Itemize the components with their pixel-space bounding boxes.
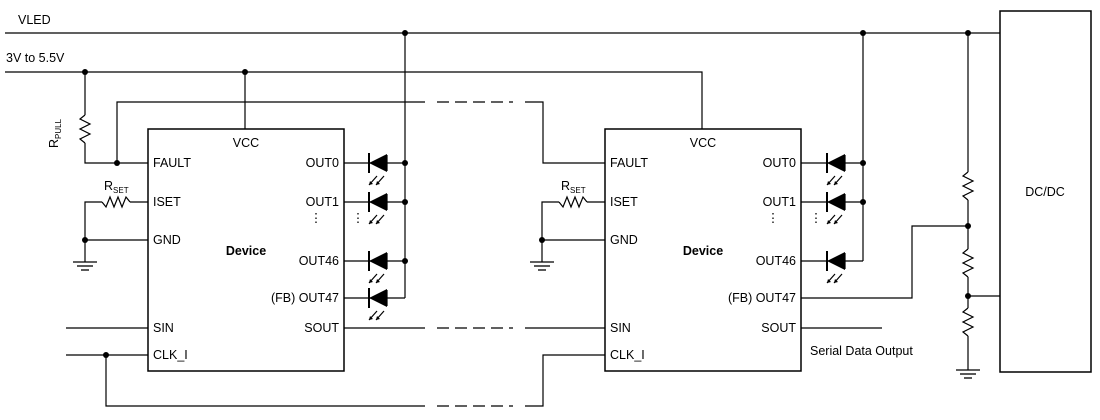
junction-dot-icon	[539, 237, 545, 243]
rset-2-resistor-icon	[558, 195, 588, 209]
fault-bus-right	[525, 101, 605, 164]
rset-2-to-gnd	[541, 201, 559, 240]
led-2-out0-icon	[826, 152, 846, 186]
device-2-name: Device	[683, 244, 723, 258]
junction-dot-icon	[965, 30, 971, 36]
pullup-label: RPULL	[47, 118, 63, 148]
ground-2-icon	[529, 261, 555, 271]
device-2-out46: OUT46	[756, 254, 796, 268]
led-1-out1-icon	[368, 191, 388, 225]
vled-label: VLED	[18, 13, 51, 27]
junction-dot-icon	[965, 223, 971, 229]
device-2-out0: OUT0	[763, 156, 796, 170]
device-2-dots: ⋮	[767, 211, 780, 225]
divider-resistor-bottom-icon	[961, 307, 975, 337]
device-2-box	[604, 128, 802, 372]
device-1-vcc: VCC	[233, 136, 259, 150]
device-1-clk: CLK_I	[153, 348, 188, 362]
device-1-gnd: GND	[153, 233, 181, 247]
device-2-out1: OUT1	[763, 195, 796, 209]
device-2-out47: (FB) OUT47	[728, 291, 796, 305]
device-1-sout: SOUT	[304, 321, 339, 335]
device-1-iset: ISET	[153, 195, 181, 209]
led-1-dots: ⋮	[352, 211, 365, 225]
junction-dot-icon	[965, 293, 971, 299]
junction-dot-icon	[402, 30, 408, 36]
supply-label: 3V to 5.5V	[6, 51, 65, 65]
divider-resistor-mid-icon	[961, 248, 975, 278]
ground-3-icon	[955, 369, 981, 379]
junction-dot-icon	[114, 160, 120, 166]
pullup-label-main: R	[47, 139, 61, 148]
junction-dot-icon	[103, 352, 109, 358]
led-1-out0-icon	[368, 152, 388, 186]
clk-bus-right	[525, 354, 605, 407]
device-1-out47: (FB) OUT47	[271, 291, 339, 305]
led-2-out46-icon	[826, 250, 846, 284]
junction-dot-icon	[860, 199, 866, 205]
dcdc-box	[999, 10, 1092, 373]
led-1-out47-icon	[368, 287, 388, 321]
junction-dot-icon	[402, 199, 408, 205]
dcdc-label: DC/DC	[1025, 185, 1065, 199]
led-2-dots: ⋮	[810, 211, 823, 225]
device-1-out1: OUT1	[306, 195, 339, 209]
divider-resistor-top-icon	[961, 171, 975, 201]
junction-dot-icon	[860, 160, 866, 166]
device-1-box	[147, 128, 345, 372]
device-1-out46: OUT46	[299, 254, 339, 268]
junction-dot-icon	[402, 160, 408, 166]
rset-2-label: RSET	[561, 179, 586, 195]
clk-bus	[105, 355, 425, 407]
rset-1-label-sub: SET	[113, 186, 129, 195]
junction-dot-icon	[860, 30, 866, 36]
rset-1-resistor-icon	[101, 195, 131, 209]
pullup-label-sub: PULL	[54, 118, 63, 139]
led-1-out46-icon	[368, 250, 388, 284]
device-2-gnd: GND	[610, 233, 638, 247]
device-1-name: Device	[226, 244, 266, 258]
rset-1-to-gnd	[84, 201, 102, 240]
rset-2-label-main: R	[561, 179, 570, 193]
device-1-fault: FAULT	[153, 156, 191, 170]
device-2-clk: CLK_I	[610, 348, 645, 362]
device-1-sin: SIN	[153, 321, 174, 335]
device-1-out0: OUT0	[306, 156, 339, 170]
pullup-wire-bottom	[84, 143, 148, 164]
led-2-out1-icon	[826, 191, 846, 225]
ground-1-icon	[72, 261, 98, 271]
rset-2-label-sub: SET	[570, 186, 586, 195]
device-2-sout: SOUT	[761, 321, 796, 335]
junction-dot-icon	[402, 258, 408, 264]
rset-1-label-main: R	[104, 179, 113, 193]
pullup-resistor-icon	[78, 114, 92, 144]
supply-rail-to-device2	[245, 71, 703, 129]
device-2-iset: ISET	[610, 195, 638, 209]
device-2-fault: FAULT	[610, 156, 648, 170]
rset-1-label: RSET	[104, 179, 129, 195]
device-2-vcc: VCC	[690, 136, 716, 150]
junction-dot-icon	[242, 69, 248, 75]
feedback-wire	[801, 225, 968, 299]
device-2-sin: SIN	[610, 321, 631, 335]
device-1-dots: ⋮	[310, 211, 323, 225]
fault-bus	[116, 101, 425, 163]
junction-dot-icon	[82, 69, 88, 75]
serial-output-label: Serial Data Output	[810, 344, 913, 358]
junction-dot-icon	[82, 237, 88, 243]
